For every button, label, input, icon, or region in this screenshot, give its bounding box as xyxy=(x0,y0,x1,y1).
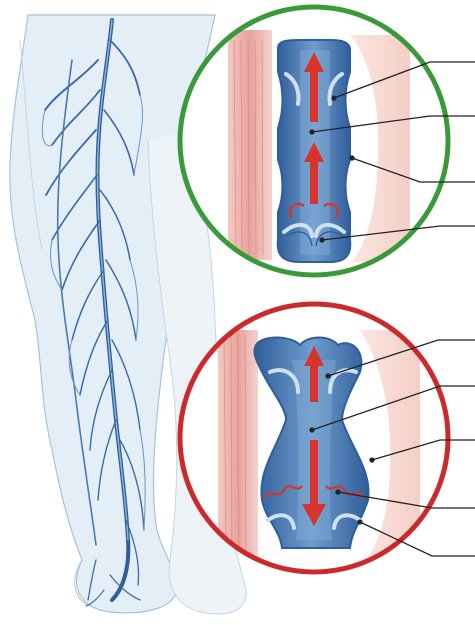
healthy-vein-panel xyxy=(180,7,448,275)
varicose-vein-panel xyxy=(180,304,448,572)
muscle-left xyxy=(228,30,272,260)
